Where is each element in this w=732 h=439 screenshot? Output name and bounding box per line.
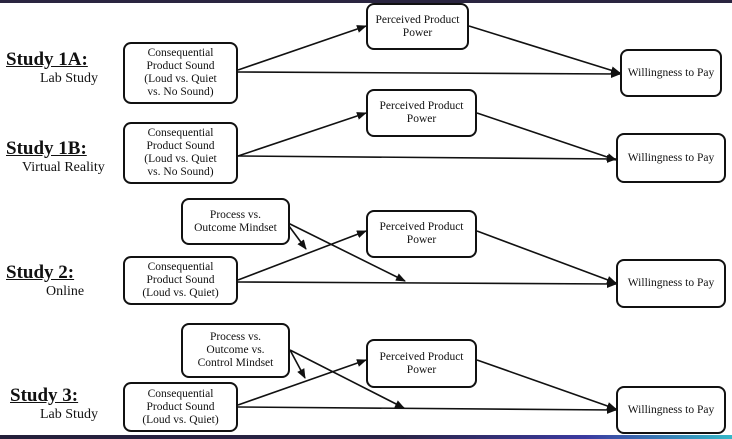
study-2-moderator-box: Process vs. Outcome Mindset — [181, 198, 290, 245]
top-border — [0, 0, 732, 3]
study-1a-title: Study 1A: — [6, 49, 88, 70]
study-3-subtitle: Lab Study — [40, 407, 98, 422]
arrow-1b-mediator-to-dv — [476, 112, 617, 161]
arrow-3-mediator-to-dv — [476, 359, 617, 410]
study-1a-label: Study 1A: Lab Study — [6, 49, 98, 87]
study-1b-mediator-box: Perceived Product Power — [366, 89, 477, 137]
arrow-3-moderator-to-path-a — [289, 349, 306, 379]
study-2-title: Study 2: — [6, 262, 75, 283]
study-1a-mediator-box: Perceived Product Power — [366, 3, 469, 50]
arrow-2-iv-to-mediator — [237, 230, 367, 281]
study-3-mediator-box: Perceived Product Power — [366, 339, 477, 388]
study-2-mediator-box: Perceived Product Power — [366, 210, 477, 258]
arrow-3-iv-to-mediator — [237, 359, 367, 406]
arrow-1b-iv-to-dv — [237, 154, 617, 163]
study-2-label: Study 2: Online — [6, 262, 84, 300]
study-2-subtitle: Online — [46, 284, 85, 299]
study-1a-iv-box: Consequential Product Sound (Loud vs. Qu… — [123, 42, 238, 104]
arrow-2-mediator-to-dv — [476, 230, 617, 284]
study-1b-dv-box: Willingness to Pay — [616, 133, 726, 183]
study-1b-subtitle: Virtual Reality — [22, 160, 105, 175]
arrow-3-moderator-to-path-c — [289, 349, 405, 409]
study-1b-iv-box: Consequential Product Sound (Loud vs. Qu… — [123, 122, 238, 184]
study-1a-subtitle: Lab Study — [40, 71, 98, 86]
study-2-dv-box: Willingness to Pay — [616, 259, 726, 308]
study-1b-label: Study 1B: Virtual Reality — [6, 138, 105, 176]
arrow-2-iv-to-dv — [237, 279, 617, 288]
study-3-title: Study 3: — [10, 385, 79, 406]
bottom-border — [0, 435, 732, 439]
arrow-1a-iv-to-dv — [237, 69, 621, 78]
study-3-label: Study 3: Lab Study — [10, 385, 98, 423]
study-1b-title: Study 1B: — [6, 138, 87, 159]
arrow-1b-iv-to-mediator — [237, 112, 367, 157]
study-2-iv-box: Consequential Product Sound (Loud vs. Qu… — [123, 256, 238, 305]
study-3-moderator-box: Process vs. Outcome vs. Control Mindset — [181, 323, 290, 378]
study-1a-dv-box: Willingness to Pay — [620, 49, 722, 97]
study-3-dv-box: Willingness to Pay — [616, 386, 726, 434]
arrow-1a-mediator-to-dv — [468, 25, 621, 75]
arrow-2-moderator-to-path-c — [285, 221, 406, 282]
study-3-iv-box: Consequential Product Sound (Loud vs. Qu… — [123, 382, 238, 432]
arrow-1a-iv-to-mediator — [237, 25, 367, 71]
arrow-3-iv-to-dv — [237, 405, 617, 414]
